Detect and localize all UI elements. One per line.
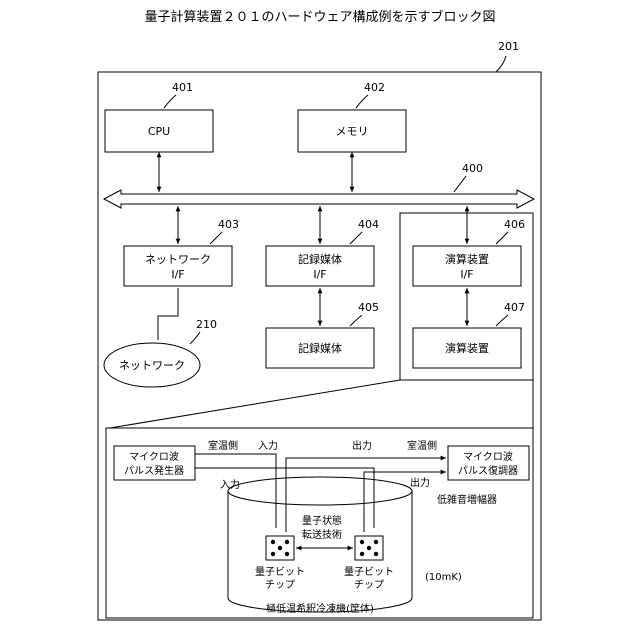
ref-bus: 400	[462, 162, 483, 175]
ref-media-if-leader	[350, 232, 362, 244]
media-if-label-2: I/F	[313, 268, 326, 281]
bus-arrow	[104, 190, 534, 208]
media-label: 記録媒体	[298, 341, 342, 355]
ref-calc-if-leader	[496, 232, 508, 244]
ref-bus-leader	[454, 176, 466, 192]
amplifier-label: 低雑音増幅器	[437, 493, 497, 506]
network-label: ネットワーク	[119, 359, 185, 372]
output-top-label: 出力	[352, 439, 372, 452]
chip-left-label-2: チップ	[265, 579, 295, 591]
temperature-label: (10mK)	[425, 572, 462, 583]
ref-calc-if: 406	[504, 218, 525, 231]
ref-media-leader	[350, 315, 362, 326]
cpu-label: CPU	[148, 125, 170, 138]
refrigerator-label: 極低温希釈冷凍機(筐体)	[266, 602, 374, 615]
ref-cpu-leader	[164, 95, 176, 108]
transfer-label-1: 量子状態	[302, 514, 342, 527]
network-if-label-1: ネットワーク	[145, 253, 211, 266]
diagram-title: 量子計算装置２０１のハードウェア構成例を示すブロック図	[144, 9, 495, 25]
pulse-demodulator-label-1: マイクロ波	[463, 450, 513, 463]
ref-device: 201	[498, 40, 519, 53]
ref-calc-leader	[496, 315, 508, 326]
calc-if-label-2: I/F	[460, 268, 473, 281]
memory-label: メモリ	[336, 125, 369, 138]
network-link	[158, 288, 178, 340]
chip-left-label-1: 量子ビット	[255, 566, 305, 578]
ref-memory: 402	[364, 81, 385, 94]
pulse-generator-label-1: マイクロ波	[129, 450, 179, 463]
chip-right-label-1: 量子ビット	[344, 566, 394, 578]
calc-if-label-1: 演算装置	[445, 252, 489, 266]
output-right-label: 出力	[410, 476, 430, 489]
room-temp-left-label: 室温側	[208, 439, 238, 452]
media-if-label-1: 記録媒体	[298, 252, 342, 266]
ref-media: 405	[358, 301, 379, 314]
chip-right-label-2: チップ	[354, 579, 384, 591]
ref-network-if-leader	[210, 232, 222, 244]
calc-label: 演算装置	[445, 341, 489, 355]
pulse-demodulator-label-2: パルス復調器	[458, 464, 518, 477]
ref-device-leader	[496, 56, 506, 72]
ref-network-leader	[190, 332, 200, 344]
ref-calc: 407	[504, 301, 525, 314]
ref-memory-leader	[356, 95, 368, 108]
pulse-generator-label-2: パルス発生器	[124, 464, 184, 477]
ref-media-if: 404	[358, 218, 379, 231]
transfer-label-2: 転送技術	[302, 528, 342, 541]
refrigerator-body	[228, 491, 412, 612]
room-temp-right-label: 室温側	[407, 439, 437, 452]
input-top-label: 入力	[258, 439, 278, 452]
ref-cpu: 401	[172, 81, 193, 94]
network-if-label-2: I/F	[171, 268, 184, 281]
ref-network: 210	[196, 318, 217, 331]
ref-network-if: 403	[218, 218, 239, 231]
